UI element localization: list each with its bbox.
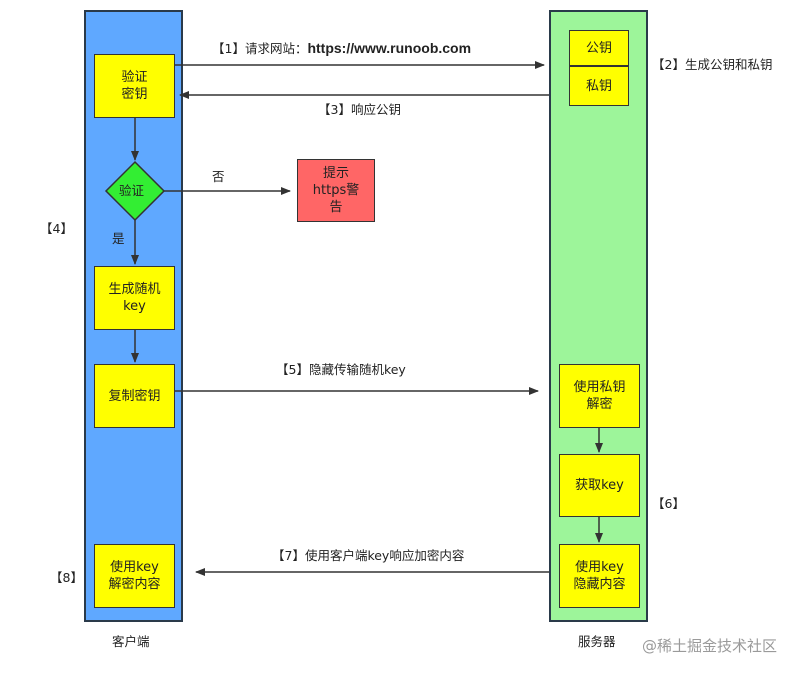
decrypt-content-box: 使用key 解密内容	[94, 544, 175, 608]
get-key-box: 获取key	[559, 454, 640, 517]
server-lane-label: 服务器	[578, 634, 616, 649]
private-decrypt-box: 使用私钥 解密	[559, 364, 640, 428]
watermark: @稀土掘金技术社区	[641, 637, 777, 655]
verify-key-box: 验证 密钥	[94, 54, 175, 118]
step5-label: 【5】隐藏传输随机key	[276, 362, 406, 377]
yes-label: 是	[112, 231, 125, 246]
https-warning-box: 提示 https警 告	[297, 159, 375, 222]
step6-label: 【6】	[652, 496, 685, 511]
step1-url: https://www.runoob.com	[307, 40, 472, 56]
no-label: 否	[212, 169, 225, 184]
encrypt-content-box: 使用key 隐藏内容	[559, 544, 640, 608]
step2-label: 【2】生成公钥和私钥	[652, 57, 773, 72]
decision-label: 验证	[119, 183, 145, 198]
private-key-box: 私钥	[569, 66, 629, 106]
gen-random-key-box: 生成随机 key	[94, 266, 175, 330]
step8-label: 【8】	[50, 570, 83, 585]
client-lane-label: 客户端	[112, 634, 150, 649]
step3-label: 【3】响应公钥	[318, 102, 401, 117]
step1-prefix: 【1】请求网站：	[212, 41, 308, 56]
step4-label: 【4】	[40, 221, 73, 236]
copy-key-box: 复制密钥	[94, 364, 175, 428]
public-key-box: 公钥	[569, 30, 629, 66]
step1-label: 【1】请求网站：https://www.runoob.com	[212, 40, 471, 57]
step7-label: 【7】使用客户端key响应加密内容	[272, 548, 465, 563]
